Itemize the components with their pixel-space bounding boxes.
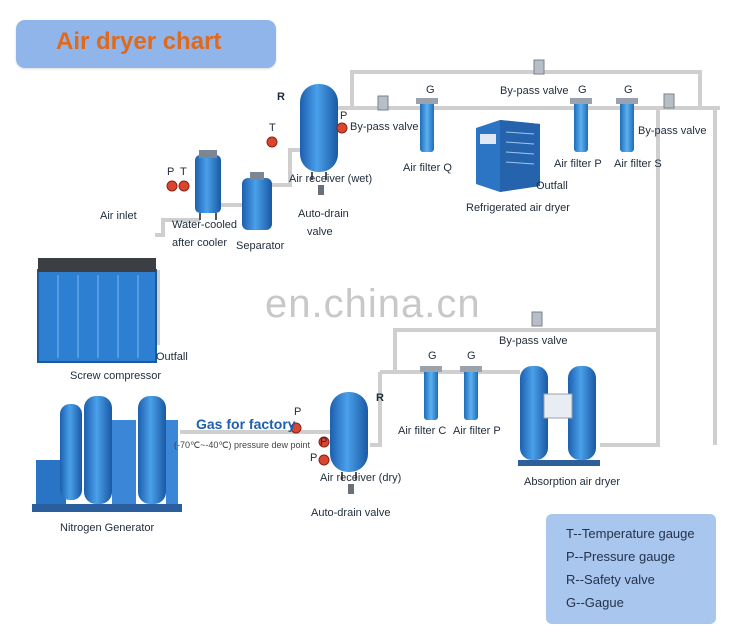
label-bypass-valve-lower: By-pass valve [499, 335, 567, 347]
gauge-mark-r-top: R [277, 91, 285, 103]
legend-item-temperature: T--Temperature gauge [566, 526, 695, 541]
gauge-mark-r-bottom: R [376, 392, 384, 404]
water-cooled-after-cooler [195, 150, 221, 220]
gauge-mark-p-top: P [340, 110, 347, 122]
label-air-filter-q: Air filter Q [403, 162, 452, 174]
label-gas-for-factory: Gas for factory [196, 416, 296, 432]
label-bypass-valve-right: By-pass valve [638, 125, 706, 137]
gauge-mark-p-bottom-1: P [294, 406, 301, 418]
gauge-mark-p-bottom-3: P [310, 452, 317, 464]
label-nitrogen-generator: Nitrogen Generator [60, 522, 154, 534]
gauge-mark-g-filter-s: G [624, 84, 633, 96]
label-water-cooled-1: Water-cooled [172, 219, 237, 231]
pipe-bottom-to-receiver [370, 372, 380, 445]
label-refrigerated-dryer: Refrigerated air dryer [466, 202, 570, 214]
screw-compressor [38, 258, 156, 362]
label-screw-compressor: Screw compressor [70, 370, 161, 382]
absorption-air-dryer [518, 366, 600, 466]
label-air-filter-s: Air filter S [614, 158, 662, 170]
gauge-mark-g-filter-c: G [428, 350, 437, 362]
gauge-mark-t-top: T [269, 122, 276, 134]
separator [242, 172, 272, 230]
label-bypass-valve-top: By-pass valve [500, 85, 568, 97]
label-air-receiver-dry: Air receiver (dry) [320, 472, 401, 484]
label-auto-drain-valve: Auto-drain valve [311, 507, 391, 519]
label-bypass-valve-1: By-pass valve [350, 121, 418, 133]
gauge-mark-p-bottom-2: P [320, 436, 327, 448]
label-outfall-left: Outfall [156, 351, 188, 363]
title-box: Air dryer chart [16, 20, 276, 68]
air-filter-p-bottom [460, 366, 482, 420]
watermark: en.china.cn [265, 282, 481, 327]
label-air-inlet: Air inlet [100, 210, 137, 222]
gauge-mark-g-filter-q: G [426, 84, 435, 96]
label-absorption-dryer: Absorption air dryer [524, 476, 620, 488]
legend-item-pressure: P--Pressure gauge [566, 549, 675, 564]
label-outfall-right: Outfall [536, 180, 568, 192]
legend-item-gague: G--Gague [566, 595, 624, 610]
label-air-receiver-wet: Air receiver (wet) [289, 173, 372, 185]
legend-item-safety-valve: R--Safety valve [566, 572, 655, 587]
label-air-filter-p-bottom: Air filter P [453, 425, 501, 437]
label-air-filter-p-top: Air filter P [554, 158, 602, 170]
gauge-mark-p-cooler: P [167, 166, 174, 178]
label-auto-drain-1: Auto-drain [298, 208, 349, 220]
legend-box: T--Temperature gauge P--Pressure gauge R… [546, 514, 716, 624]
gauge-mark-g-filter-p-bottom: G [467, 350, 476, 362]
label-water-cooled-2: after cooler [172, 237, 227, 249]
label-separator: Separator [236, 240, 284, 252]
nitrogen-generator [32, 396, 182, 512]
label-auto-drain-2: valve [307, 226, 333, 238]
label-dew-point: (-70℃~-40℃) pressure dew point [174, 440, 310, 451]
gauge-mark-g-filter-p-top: G [578, 84, 587, 96]
page-title: Air dryer chart [56, 28, 221, 56]
air-filter-c [420, 366, 442, 420]
refrigerated-air-dryer [476, 120, 540, 192]
gauge-mark-t-cooler: T [180, 166, 187, 178]
label-air-filter-c: Air filter C [398, 425, 446, 437]
